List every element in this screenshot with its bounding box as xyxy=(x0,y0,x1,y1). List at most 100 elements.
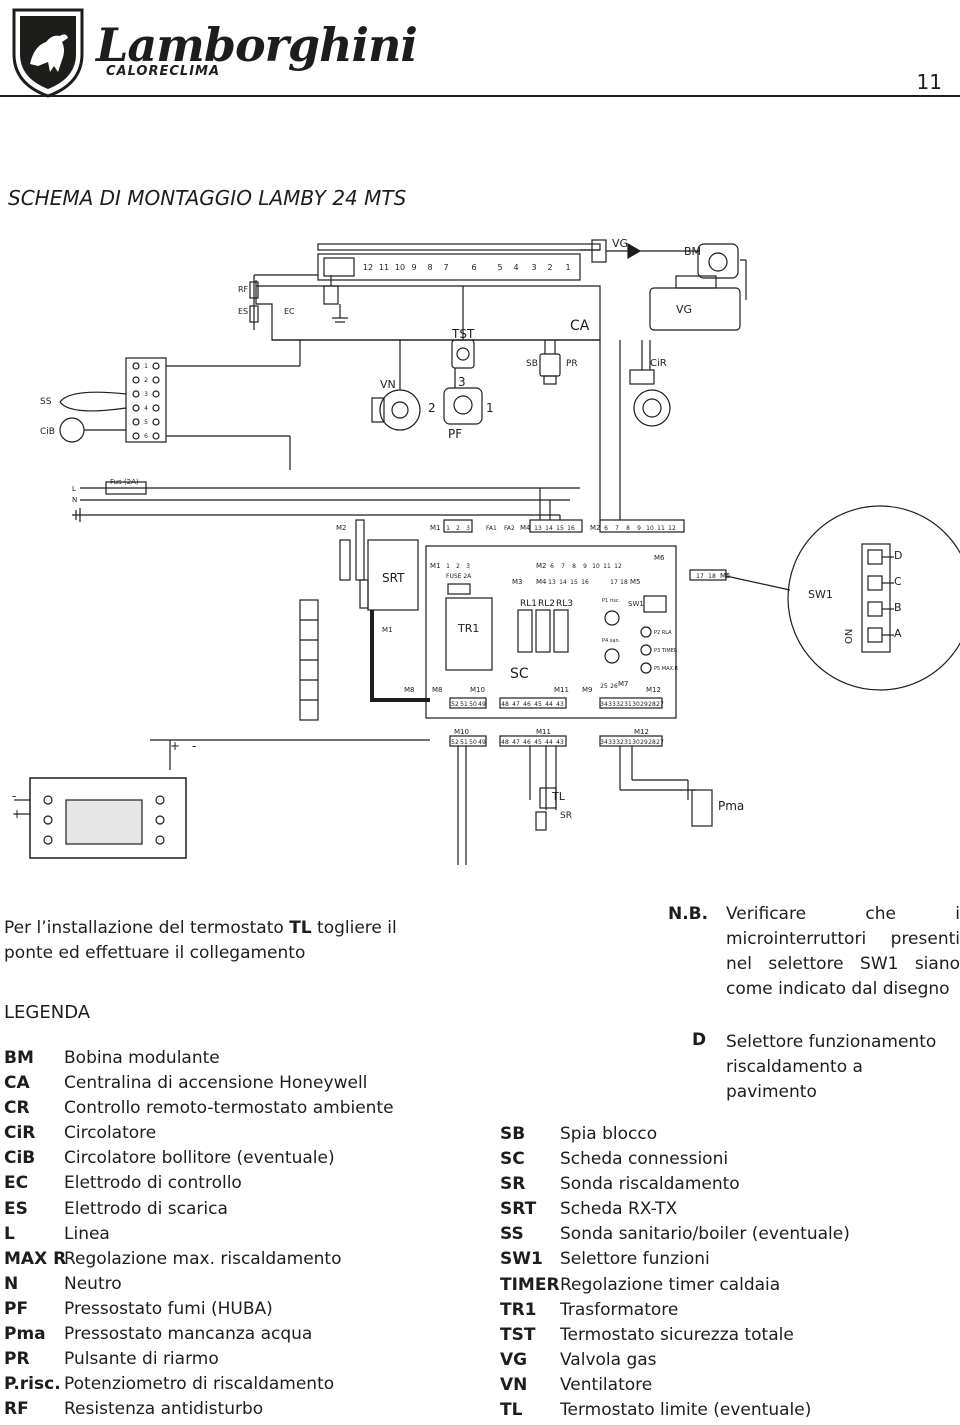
m2-pin: 11 xyxy=(657,525,665,532)
label-pf-1: 1 xyxy=(486,401,494,415)
m1-pin: 1 xyxy=(446,525,450,532)
m12-pin: 30 xyxy=(632,701,640,708)
legend-key: TL xyxy=(500,1400,523,1421)
top-terminal-number: 4 xyxy=(513,263,518,272)
label-m4-board: M4 xyxy=(536,578,547,586)
m7-pin: 26 xyxy=(610,683,618,690)
legend-value: Selettore funzioni xyxy=(560,1249,710,1270)
m1-pin: 2 xyxy=(456,525,460,532)
legend-value: Trasformatore xyxy=(560,1299,679,1320)
pma-switch xyxy=(691,789,713,827)
top-terminal-number: 12 xyxy=(363,263,373,272)
label-es: ES xyxy=(238,307,248,316)
ss-pin: 3 xyxy=(144,391,148,398)
m4-pin: 15 xyxy=(556,525,564,532)
label-m3: M3 xyxy=(512,578,523,586)
label-m10: M10 xyxy=(470,686,485,694)
legend-key: SC xyxy=(500,1149,525,1170)
label-cib: CiB xyxy=(40,427,55,437)
m2-pin: 10 xyxy=(646,525,654,532)
label-m6: M6 xyxy=(654,554,665,562)
ec-electrode xyxy=(323,285,339,305)
m12-pin: 27 xyxy=(656,701,664,708)
label-pf-3: 3 xyxy=(458,375,466,389)
header-divider xyxy=(0,95,960,97)
label-sb: SB xyxy=(526,359,538,369)
label-ec: EC xyxy=(284,307,295,316)
label-cr-plus: + xyxy=(12,807,22,821)
m2-board-pin: 10 xyxy=(592,563,600,570)
legend-value: Regolazione max. riscaldamento xyxy=(64,1248,342,1269)
label-m4-top: M4 xyxy=(520,524,531,532)
label-m1-srt: M1 xyxy=(382,626,393,634)
label-m7: M7 xyxy=(618,680,629,688)
label-fa1: FA1 xyxy=(486,525,497,532)
m12-pin: 29 xyxy=(640,701,648,708)
bm-coil xyxy=(697,243,739,279)
label-ss: SS xyxy=(40,397,52,407)
m2-pin: 12 xyxy=(668,525,676,532)
legend-key: CR xyxy=(4,1098,30,1119)
m12-pin: 28 xyxy=(648,701,656,708)
label-m8-board: M8 xyxy=(432,686,443,694)
label-m2-top: M2 xyxy=(336,524,347,532)
top-terminal-number: 11 xyxy=(379,263,389,272)
brand-sub-logo: CALORECLIMA xyxy=(106,64,221,79)
m12-pin: 31 xyxy=(624,701,632,708)
legend-value: Valvola gas xyxy=(560,1349,657,1370)
legend-value: Spia blocco xyxy=(560,1124,658,1144)
label-sw-b: B xyxy=(894,601,902,614)
legend-value: Sonda riscaldamento xyxy=(560,1174,740,1195)
label-pf-2: 2 xyxy=(428,401,436,415)
label-minus: - xyxy=(192,739,196,753)
m4-pin: 14 xyxy=(545,525,553,532)
top-terminal-number: 2 xyxy=(547,263,552,272)
m11-bottom-pin: 45 xyxy=(534,739,542,746)
relay-rl3 xyxy=(553,609,569,653)
label-fa2: FA2 xyxy=(504,525,515,532)
legend-value: Scheda RX-TX xyxy=(560,1199,678,1220)
label-sw1: SW1 xyxy=(808,588,833,601)
label-p3-timer: P3 TIMER xyxy=(654,648,678,654)
sc-main-board xyxy=(425,545,677,719)
label-n: N xyxy=(72,496,77,504)
m10-bottom-pin: 49 xyxy=(478,739,486,746)
lamborghini-shield-logo xyxy=(12,8,84,98)
ss-pin: 6 xyxy=(144,433,148,440)
m12-bottom-pin: 34 xyxy=(600,739,608,746)
m1-board-pin: 3 xyxy=(466,563,470,570)
srt-board xyxy=(367,539,419,611)
upper-connector-m2 xyxy=(355,519,365,581)
m11-pin: 45 xyxy=(534,701,542,708)
label-rl3: RL3 xyxy=(556,599,573,609)
legend-key: Pma xyxy=(4,1324,46,1345)
relay-rl1 xyxy=(517,609,533,653)
label-sw-c: C xyxy=(894,575,902,588)
legend-value: Bobina modulante xyxy=(64,1048,220,1068)
legend-value: Linea xyxy=(64,1223,110,1244)
pot-p4-san xyxy=(604,648,620,664)
sw1-dip-switch xyxy=(861,543,891,653)
label-bm: BM xyxy=(684,245,701,258)
label-cr-minus: - xyxy=(12,789,16,803)
label-tr1: TR1 xyxy=(457,622,479,635)
m2-pin: 6 xyxy=(604,525,608,532)
nb-d-text: Selettore funzionamento riscaldamento a … xyxy=(726,1032,937,1102)
legend-key: TST xyxy=(500,1324,536,1345)
label-sw1-small: SW1 xyxy=(628,600,644,608)
m2-pin: 9 xyxy=(637,525,641,532)
legend-key: SB xyxy=(500,1124,526,1144)
m12-pin: 34 xyxy=(600,701,608,708)
legend-key: TIMER xyxy=(500,1274,560,1295)
